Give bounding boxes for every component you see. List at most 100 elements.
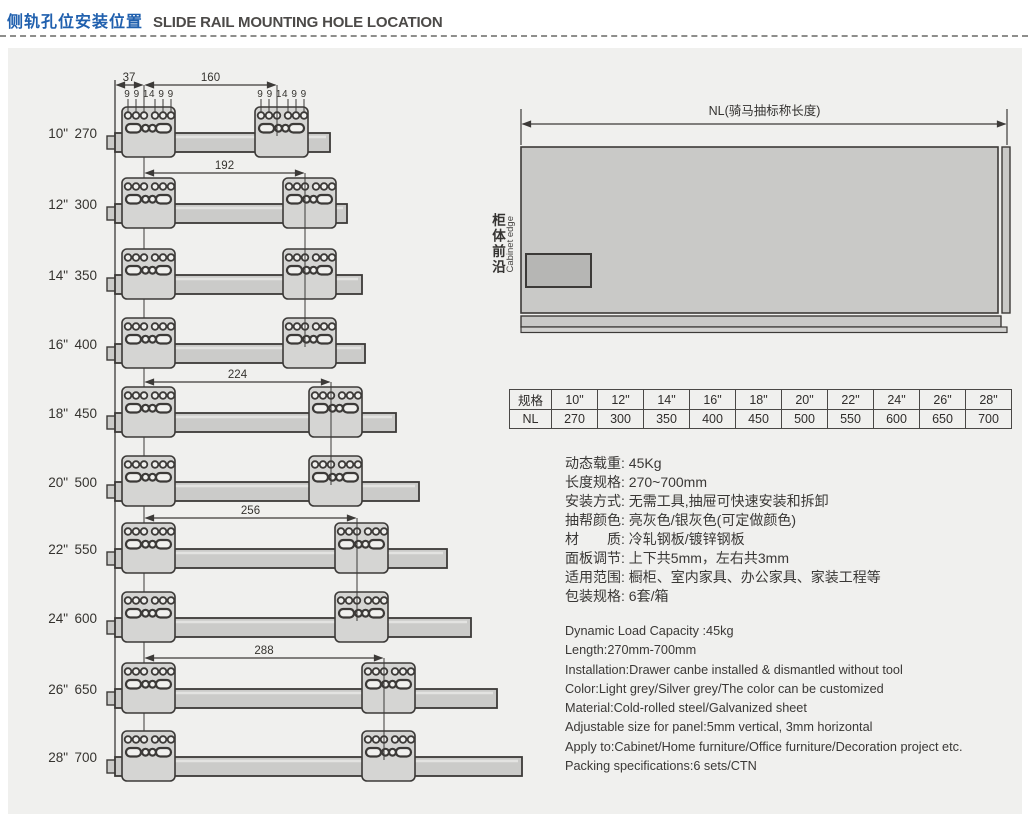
- slot-hole: [337, 607, 356, 619]
- dim-span-label: 224: [228, 369, 248, 381]
- screw-hole: [131, 735, 141, 744]
- screw-hole: [284, 322, 294, 331]
- screw-hole: [131, 182, 141, 191]
- screw-hole: [148, 194, 158, 204]
- slot-hole: [154, 471, 173, 483]
- screw-hole: [139, 111, 149, 120]
- rail-row-14in: 14"350: [48, 248, 363, 300]
- screw-hole: [139, 527, 149, 536]
- screw-hole: [398, 667, 408, 676]
- screw-hole: [166, 322, 176, 331]
- cabinet-edge-label-en: Cabinet edge: [505, 216, 516, 273]
- slot-hole: [311, 402, 330, 414]
- cabinet-side-panel: [520, 146, 999, 314]
- screw-hole: [337, 460, 347, 469]
- table-size-cell: 22": [827, 389, 874, 410]
- slot-hole: [315, 264, 334, 276]
- slot-hole: [315, 333, 334, 345]
- bottom-rail-strip-lower: [520, 326, 1008, 334]
- screw-hole: [299, 111, 309, 120]
- spec-line-en: Installation:Drawer canbe installed & di…: [565, 662, 903, 677]
- rail-size-mm-label: 700: [74, 750, 97, 765]
- nl-dim-label: NL(骑马抽标称长度): [708, 104, 821, 118]
- screw-hole: [141, 747, 151, 757]
- table-length-cell: 500: [781, 409, 828, 429]
- screw-hole: [361, 539, 371, 549]
- screw-hole: [158, 391, 168, 400]
- slot-hole: [124, 193, 143, 205]
- table-size-cell: 20": [781, 389, 828, 410]
- screw-hole: [379, 596, 389, 605]
- table-size-cell: 28": [965, 389, 1012, 410]
- screw-hole: [123, 667, 133, 676]
- slot-hole: [124, 402, 143, 414]
- screw-hole: [336, 527, 346, 536]
- slot-hole: [341, 471, 360, 483]
- dim-span-label: 256: [241, 505, 260, 517]
- screw-hole: [139, 735, 149, 744]
- screw-hole: [148, 539, 158, 549]
- screw-hole: [353, 391, 363, 400]
- slot-hole: [367, 607, 386, 619]
- screw-hole: [131, 460, 141, 469]
- screw-hole: [158, 182, 168, 191]
- screw-hole: [166, 253, 176, 262]
- screw-hole: [166, 391, 176, 400]
- rail-size-mm-label: 300: [74, 197, 97, 212]
- table-size-cell: 16": [689, 389, 736, 410]
- screw-hole: [141, 265, 151, 275]
- spec-line-en: Length:270mm-700mm: [565, 643, 697, 658]
- screw-hole: [379, 527, 389, 536]
- screw-hole: [158, 460, 168, 469]
- rail-size-mm-label: 500: [74, 475, 97, 490]
- screw-hole: [139, 182, 149, 191]
- screw-hole: [344, 596, 354, 605]
- screw-hole: [388, 679, 398, 689]
- slot-hole: [311, 471, 330, 483]
- slot-hole: [154, 538, 173, 550]
- table-size-cell: 24": [873, 389, 920, 410]
- screw-hole: [361, 608, 371, 618]
- screw-hole: [141, 679, 151, 689]
- screw-hole: [166, 111, 176, 120]
- spec-line-zh: 面板调节: 上下共5mm，左右共3mm: [565, 550, 789, 566]
- rail-row-24in: 24"600: [48, 591, 472, 643]
- spec-line-zh: 适用范围: 橱柜、室内家具、办公家具、家装工程等: [565, 569, 881, 585]
- screw-hole: [354, 539, 364, 549]
- rail-row-12in: 12"300: [48, 177, 348, 229]
- screw-hole: [274, 123, 284, 133]
- screw-hole: [311, 322, 321, 331]
- rail-row-26in: 26"650: [48, 662, 498, 714]
- screw-hole: [123, 460, 133, 469]
- spec-line-en: Material:Cold-rolled steel/Galvanized sh…: [565, 701, 807, 716]
- slot-hole: [285, 264, 304, 276]
- slot-hole: [124, 333, 143, 345]
- screw-hole: [390, 667, 400, 676]
- screw-hole: [318, 391, 328, 400]
- table-length-cell: 650: [919, 409, 966, 429]
- slot-hole: [124, 538, 143, 550]
- screw-hole: [148, 608, 158, 618]
- slot-hole: [337, 538, 356, 550]
- screw-hole: [371, 735, 381, 744]
- rail-size-mm-label: 600: [74, 611, 97, 626]
- screw-hole: [141, 608, 151, 618]
- rail-row-28in: 28"700: [48, 730, 523, 782]
- screw-hole: [166, 182, 176, 191]
- screw-hole: [123, 253, 133, 262]
- screw-hole: [284, 253, 294, 262]
- table-length-cell: 450: [735, 409, 782, 429]
- screw-hole: [150, 322, 160, 331]
- slot-hole: [364, 678, 383, 690]
- screw-hole: [264, 111, 274, 120]
- dim-span-label: 160: [201, 72, 220, 84]
- screw-hole: [363, 596, 373, 605]
- table-length-cell: 270: [551, 409, 598, 429]
- screw-hole: [256, 111, 266, 120]
- spec-line-en: Packing specifications:6 sets/CTN: [565, 759, 757, 774]
- screw-hole: [141, 472, 151, 482]
- screw-hole: [363, 527, 373, 536]
- screw-hole: [141, 194, 151, 204]
